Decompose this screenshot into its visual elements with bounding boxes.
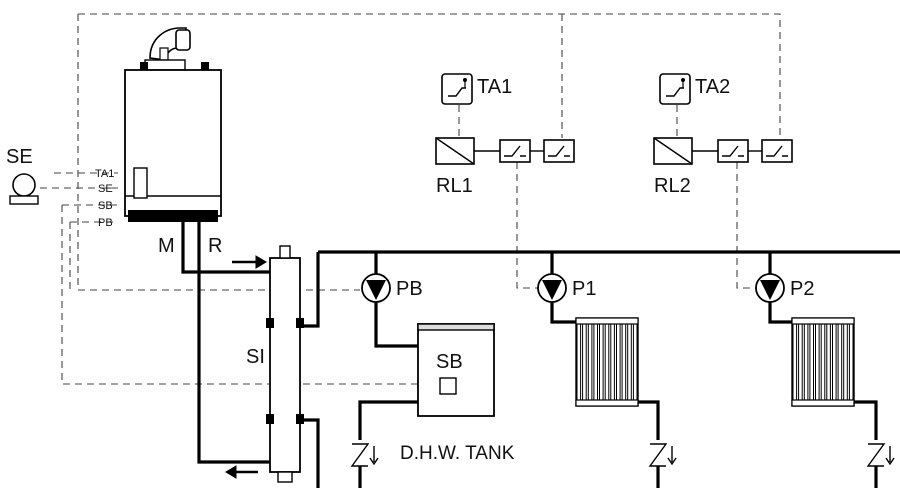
boiler xyxy=(124,27,222,222)
pump-pb-label: PB xyxy=(396,278,423,300)
terminal-pb-label: PB xyxy=(98,217,113,229)
control-wiring xyxy=(40,13,781,385)
radiator-fin xyxy=(621,319,627,405)
radiator-fin xyxy=(632,319,638,405)
check-valve-p2 xyxy=(866,440,895,467)
terminal-sb-label: SB xyxy=(98,200,113,212)
check-valve-p1 xyxy=(648,440,677,467)
flow-m-label: M xyxy=(158,235,175,257)
terminal-se-label: SE xyxy=(98,183,113,195)
radiator-2 xyxy=(791,317,855,407)
terminal-ta1-label: TA1 xyxy=(95,168,114,180)
external-sensor xyxy=(9,173,39,205)
relay-rl2 xyxy=(653,137,793,165)
radiator-fin xyxy=(848,319,854,405)
radiator-fin xyxy=(826,319,831,405)
pump-p1-label: P1 xyxy=(572,278,596,300)
radiator-fin xyxy=(832,319,837,405)
dhw-tank-label: D.H.W. TANK xyxy=(400,443,515,464)
boiler-casing xyxy=(124,69,222,217)
external-sensor-label: SE xyxy=(6,146,33,168)
boiler-control-box xyxy=(133,167,148,199)
pump-p1 xyxy=(537,273,567,303)
check-valve-tank xyxy=(350,440,379,467)
separator-si-label: SI xyxy=(246,346,265,368)
radiator-fin xyxy=(792,319,798,405)
radiator-fin xyxy=(837,319,843,405)
radiator-fin xyxy=(610,319,615,405)
relay-rl2-label: RL2 xyxy=(654,175,691,197)
pump-p2-label: P2 xyxy=(790,278,814,300)
radiator-fin xyxy=(599,319,604,405)
radiator-fin xyxy=(627,319,632,405)
radiator-fin xyxy=(809,319,815,405)
radiator-fin xyxy=(843,319,848,405)
radiator-fin xyxy=(576,319,582,405)
room-thermostat-ta2 xyxy=(659,73,691,105)
radiator-fin xyxy=(815,319,820,405)
tank-sensor-sb xyxy=(439,377,457,395)
thermostat-ta1-label: TA1 xyxy=(477,76,512,98)
return-r-label: R xyxy=(208,235,222,257)
radiator-1 xyxy=(575,317,639,407)
relay-rl1-label: RL1 xyxy=(436,175,473,197)
radiator-fin xyxy=(616,319,621,405)
radiator-fin xyxy=(593,319,599,405)
radiator-fin xyxy=(820,319,826,405)
dhw-tank xyxy=(417,323,495,417)
radiator-fin xyxy=(803,319,809,405)
tank-sensor-sb-label: SB xyxy=(436,351,463,373)
hydraulic-separator xyxy=(266,245,304,483)
pump-p2 xyxy=(755,273,785,303)
radiator-fin xyxy=(604,319,610,405)
radiator-fin xyxy=(798,319,803,405)
pump-pb xyxy=(361,273,391,303)
thermostat-ta2-label: TA2 xyxy=(695,76,730,98)
room-thermostat-ta1 xyxy=(441,73,473,105)
flow-arrows xyxy=(225,255,267,479)
radiator-fin xyxy=(582,319,587,405)
relay-rl1 xyxy=(435,137,575,165)
radiator-fin xyxy=(587,319,593,405)
